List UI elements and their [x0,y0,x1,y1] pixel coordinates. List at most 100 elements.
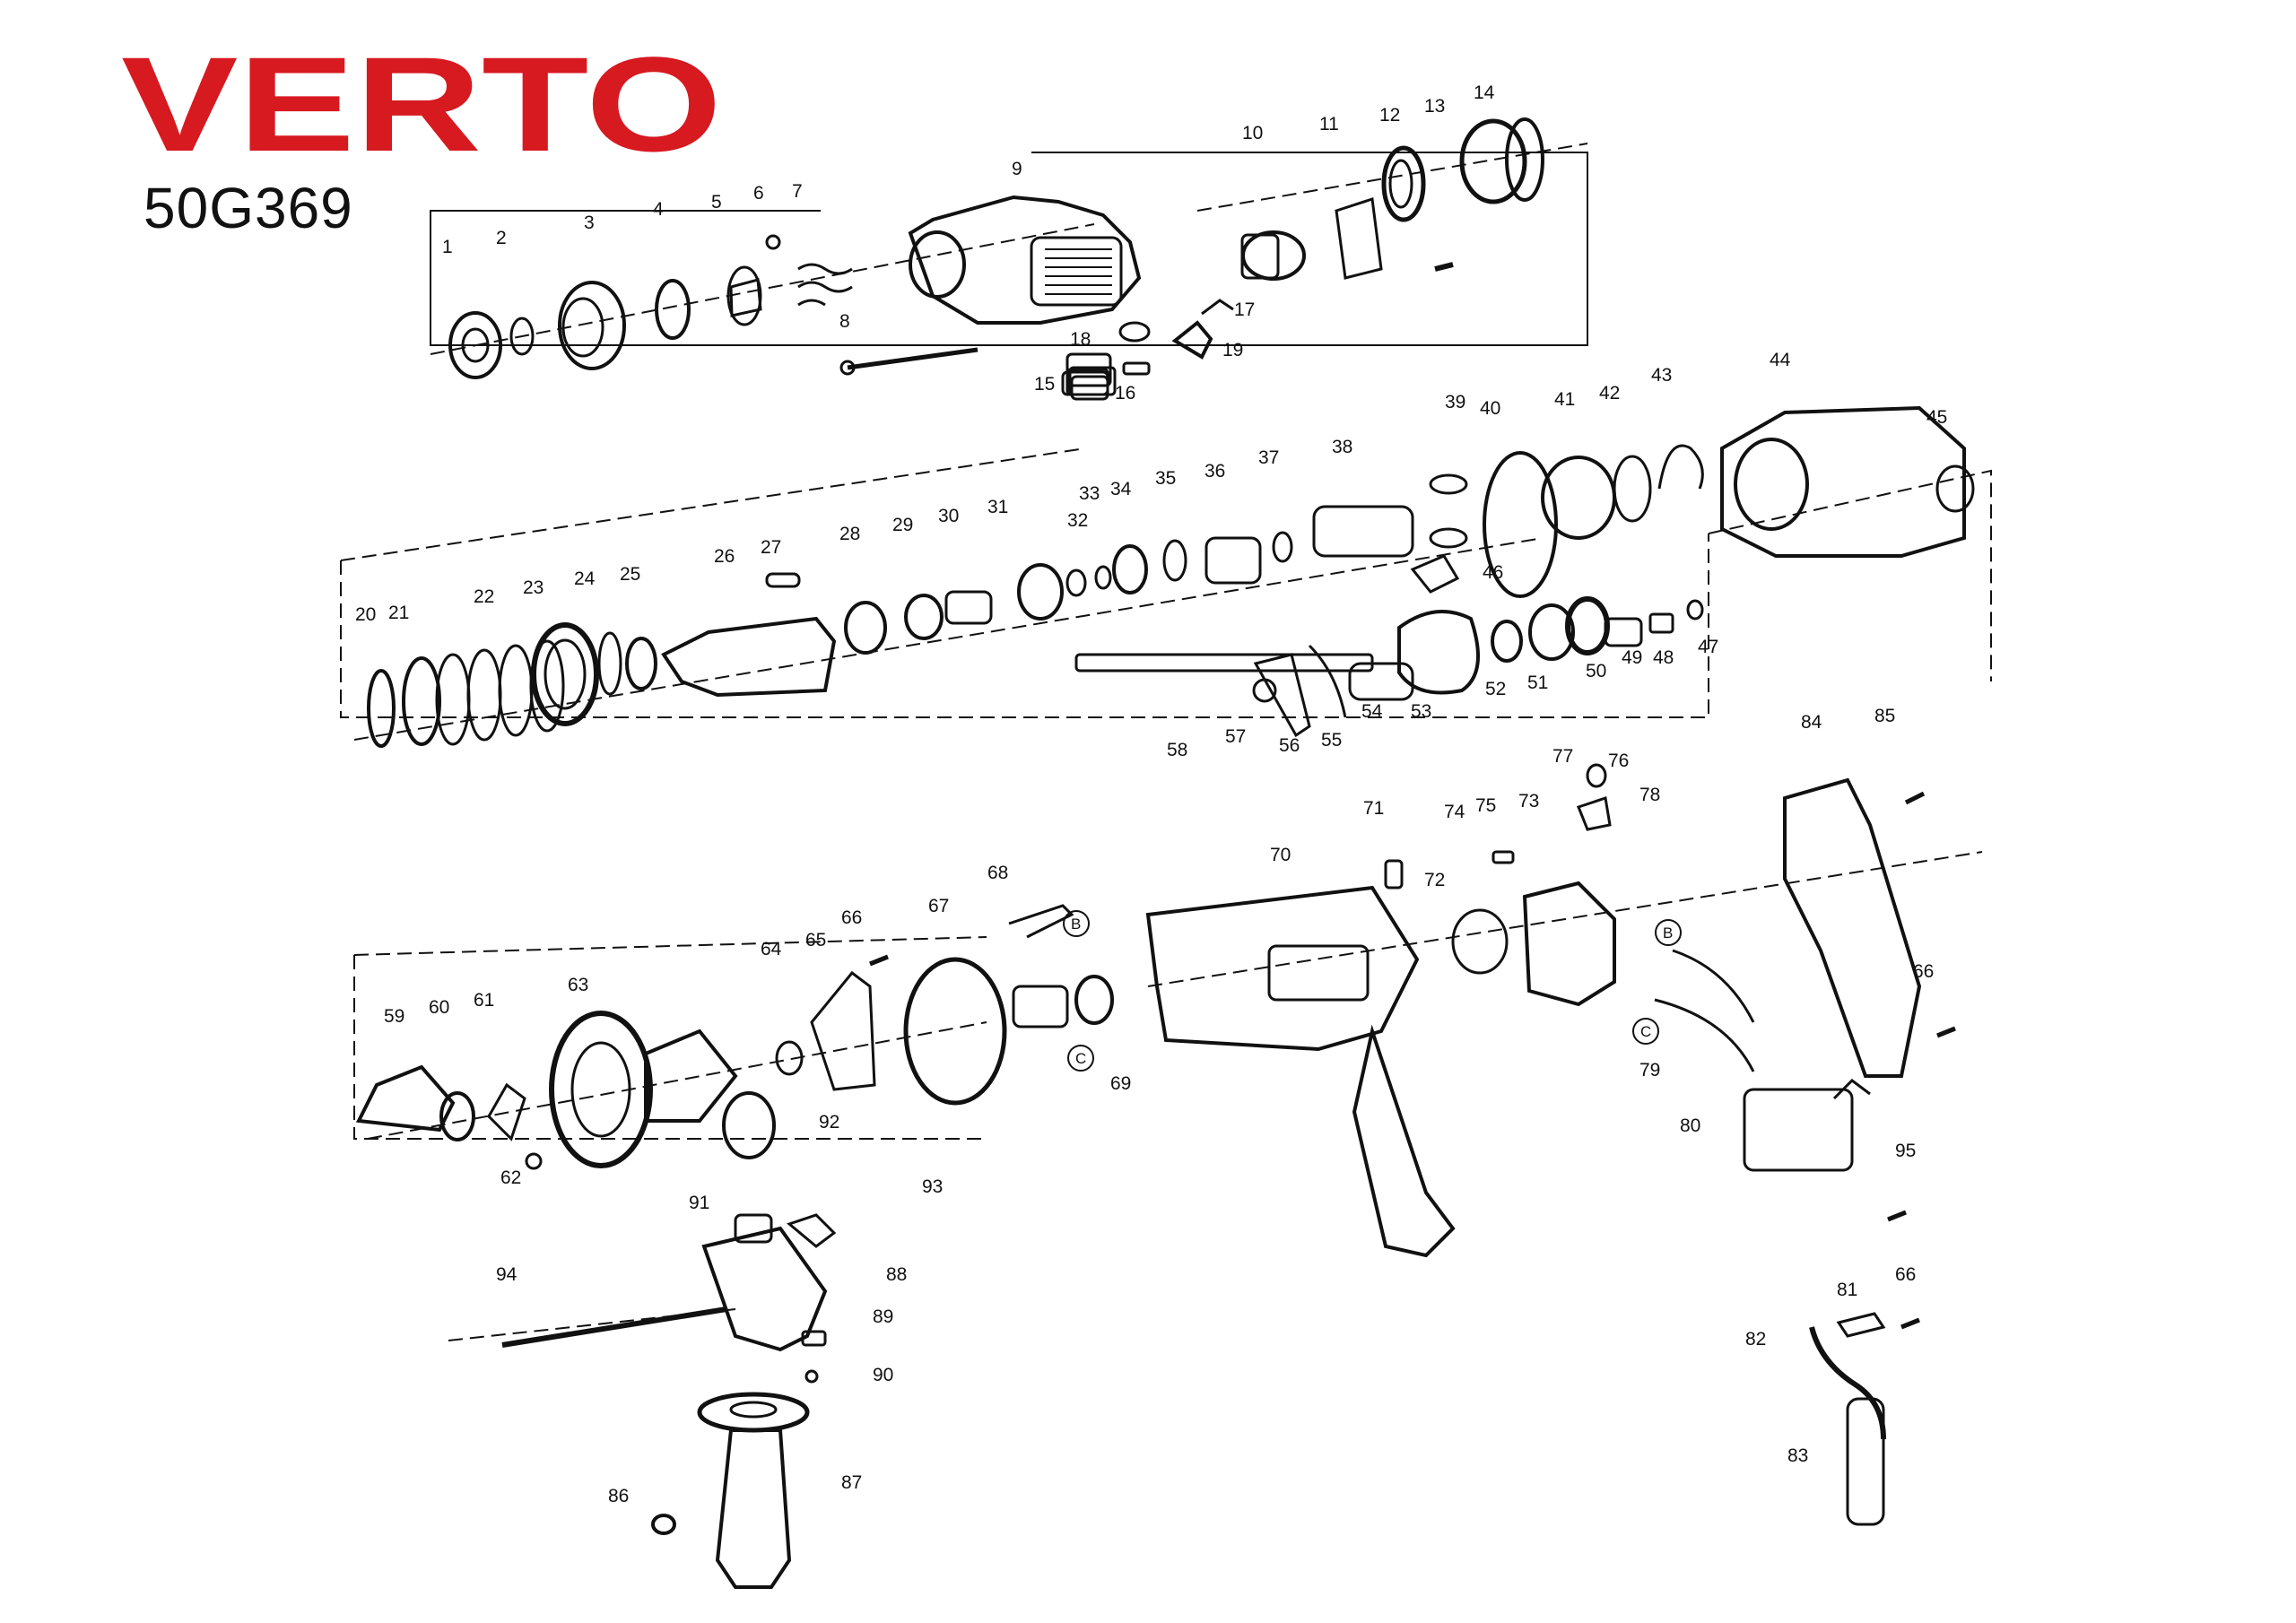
ring-28 [844,601,887,655]
part-number-label: 68 [987,863,1008,883]
baffle-65 [810,970,876,1091]
part-shape [909,230,966,299]
label-leader [803,201,807,260]
part-number-label: 77 [1552,746,1573,767]
cylinder-30 [944,590,993,625]
brush-holder-68 [1008,904,1074,939]
part-number-label: 26 [714,546,735,567]
part-number-label: 41 [1554,389,1575,410]
part-number-label: 4 [653,199,664,220]
part-number-label: 94 [496,1264,517,1285]
washer-90 [804,1369,819,1384]
part-number-label: 78 [1639,785,1660,805]
band-92 [722,1091,776,1159]
ring-24 [597,631,622,696]
bearing-51 [1528,603,1575,661]
assembly-frame [353,936,987,956]
part-number-label: 29 [892,515,913,535]
gear-50 [1565,596,1610,655]
connector-label: C [1075,1050,1086,1067]
knob [1171,320,1213,360]
spring-16 [1122,361,1151,376]
part-number-label: 56 [1279,735,1300,756]
screw-13 [1434,262,1454,272]
label-leader [1281,864,1292,883]
ring [655,279,691,340]
label-leader [453,256,462,323]
assembly-frame [1708,469,1992,681]
label-leader [1605,770,1619,789]
part-number-label: 87 [841,1472,862,1493]
part-number-label: 43 [1651,365,1672,386]
part-shape [729,1401,778,1419]
brush-75 [1492,850,1515,864]
ring-21 [402,656,441,746]
part-number-label: 62 [500,1167,521,1188]
label-leader [1848,1299,1852,1318]
label-leader [1121,499,1126,551]
spring-22 [466,648,502,742]
ring-42 [1613,455,1652,523]
label-leader [1269,467,1275,534]
part-number-label: 36 [1205,461,1225,482]
part-number-label: 63 [568,975,588,995]
label-leader [816,1196,933,1224]
part-shape [544,638,587,710]
part-number-label: 5 [711,192,722,213]
clip-76 [1577,796,1612,831]
part-number-label: 13 [1424,96,1445,117]
part-number-label: 86 [608,1486,629,1506]
screw-66a [1936,1026,1956,1038]
part-number-label: 27 [761,537,781,558]
part-number-label: 73 [1518,791,1539,812]
part-number-label: 93 [922,1176,943,1197]
part-number-label: 19 [1222,340,1243,360]
label-leader [771,557,773,574]
brand-logo-text: VERTO [121,45,722,166]
label-leader [903,534,910,592]
label-leader [1330,134,1336,202]
spring-22 [529,639,565,733]
leader-line [430,223,1095,355]
part-number-label: 53 [1411,701,1431,722]
part-number-label: 75 [1475,795,1496,816]
label-leader [1022,152,1031,178]
o-ring-39b [1429,527,1468,549]
ring-32 [1065,568,1087,597]
part-number-label: 25 [620,564,640,585]
label-leader [484,1010,491,1067]
label-leader [1166,488,1170,538]
housing-front [908,195,1142,325]
label-leader [1374,818,1388,861]
part-number-label: 6 [753,183,764,204]
part-number-label: 95 [1895,1141,1916,1161]
ring [509,317,535,356]
clip-72 [1451,908,1509,975]
stator-body [1012,985,1069,1028]
bearing-54 [1348,662,1414,701]
part-number-label: 49 [1622,647,1642,668]
part-number-label: 9 [1012,159,1022,179]
part-number-label: 11 [1319,114,1339,135]
label-leader [1215,481,1220,529]
spring-77 [1586,763,1607,788]
part-number-label: 37 [1258,447,1279,468]
part-shape [570,1041,631,1138]
label-leader [366,624,377,668]
leader-line [353,537,1544,741]
switch-tab [1832,1079,1871,1100]
label-leader [585,588,596,632]
part-number-label: 92 [819,1112,839,1133]
bolt-91 [734,1213,773,1244]
guard-87 [697,1392,810,1433]
part-number-label: 81 [1837,1280,1857,1300]
gear-23 [531,622,599,726]
part-number-label: 70 [1270,845,1291,865]
label-leader [399,622,408,659]
plate-61 [487,1082,526,1141]
ring-35 [1162,539,1187,582]
sleeve-10 [1240,233,1280,280]
cable-82 [1809,1326,1886,1440]
fan-63 [549,1011,653,1168]
